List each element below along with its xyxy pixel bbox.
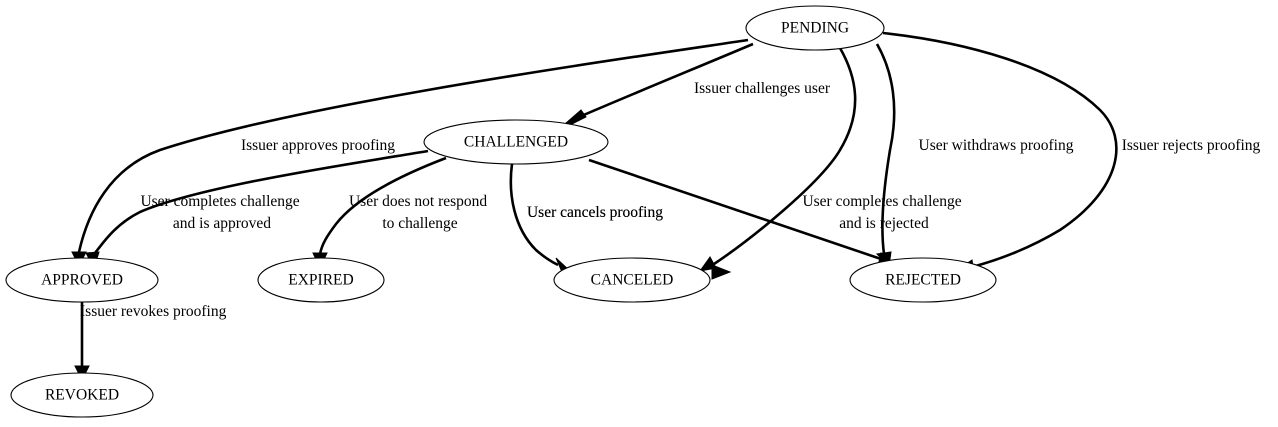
edge-line (713, 47, 857, 266)
edge-label-line: User completes challenge (140, 193, 299, 210)
node-rejected[interactable]: REJECTED (849, 257, 997, 303)
arrowhead-icon (711, 264, 732, 280)
edge-label-challenged-to-canceled: User cancels proofing (527, 204, 663, 221)
node-label-canceled: CANCELED (591, 272, 674, 289)
edge-label-line: Issuer approves proofing (241, 137, 395, 154)
edge-label-pending-to-canceled: User cancels proofing (527, 204, 663, 221)
edge-label-line: User does not respond (349, 193, 487, 210)
edge-label-challenged-to-expired: User does not respond to challenge (349, 193, 491, 232)
edge-label-line: to challenge (382, 215, 457, 232)
node-shape (745, 5, 885, 51)
edge-label-line: Issuer revokes proofing (80, 303, 227, 320)
node-expired[interactable]: EXPIRED (257, 257, 385, 303)
node-pending[interactable]: PENDING (745, 5, 885, 51)
node-shape (257, 257, 385, 303)
node-label-rejected: REJECTED (885, 272, 961, 289)
edge-label-line: User completes challenge (802, 193, 961, 210)
node-label-approved: APPROVED (41, 272, 123, 289)
node-shape (5, 257, 159, 303)
edge-label-line: User cancels proofing (527, 204, 663, 221)
arrowhead-icon (564, 109, 587, 125)
edge-line (77, 38, 749, 253)
edge-incoming-canceled-right (711, 264, 732, 280)
edge-line (318, 156, 447, 255)
edge-line (509, 163, 559, 267)
edge-challenged-to-canceled[interactable]: User cancels proofing (509, 163, 663, 273)
edge-label-pending-to-challenged: Issuer challenges user (694, 80, 831, 97)
edge-label-approved-to-revoked: Issuer revokes proofing (80, 303, 227, 320)
node-label-challenged: CHALLENGED (464, 134, 568, 151)
node-challenged[interactable]: CHALLENGED (423, 119, 609, 165)
edge-label-pending-to-rejected-withdraws: User withdraws proofing (919, 137, 1074, 154)
node-approved[interactable]: APPROVED (5, 257, 159, 303)
edge-label-line: and is approved (173, 215, 271, 232)
edge-label-pending-to-approved: Issuer approves proofing (241, 137, 395, 154)
edge-pending-to-canceled[interactable]: User cancels proofing (527, 47, 857, 272)
node-shape (423, 119, 609, 165)
edge-label-challenged-to-approved: User completes challenge and is approved (140, 193, 303, 232)
node-canceled[interactable]: CANCELED (553, 257, 711, 303)
node-shape (10, 372, 154, 418)
edge-line (578, 42, 754, 119)
edge-label-line: Issuer challenges user (694, 80, 831, 97)
edge-line (588, 158, 885, 262)
edge-label-line: and is rejected (839, 215, 929, 232)
edge-pending-to-rejected-withdraws[interactable]: User withdraws proofing (875, 43, 1074, 268)
edge-line (93, 149, 429, 255)
edge-label-pending-to-rejected-rejects: Issuer rejects proofing (1122, 137, 1261, 154)
node-shape (849, 257, 997, 303)
node-label-expired: EXPIRED (288, 272, 353, 289)
node-revoked[interactable]: REVOKED (10, 372, 154, 418)
node-label-pending: PENDING (781, 20, 849, 37)
node-label-revoked: REVOKED (45, 387, 119, 404)
edge-label-line: User withdraws proofing (919, 137, 1074, 154)
edge-approved-to-revoked[interactable]: Issuer revokes proofing (74, 302, 227, 382)
edge-pending-to-challenged[interactable]: Issuer challenges user (564, 42, 831, 125)
edge-challenged-to-approved[interactable]: User completes challenge and is approved (85, 149, 429, 270)
edge-challenged-to-rejected[interactable]: User completes challenge and is rejected (588, 158, 966, 267)
edge-line (882, 31, 1118, 269)
edge-label-line: Issuer rejects proofing (1122, 137, 1261, 154)
node-shape (553, 257, 711, 303)
edge-label-challenged-to-rejected: User completes challenge and is rejected (802, 193, 965, 232)
edge-line (875, 43, 896, 255)
edge-label-line: User cancels proofing (527, 204, 663, 221)
edge-challenged-to-expired[interactable]: User does not respond to challenge (312, 156, 491, 270)
